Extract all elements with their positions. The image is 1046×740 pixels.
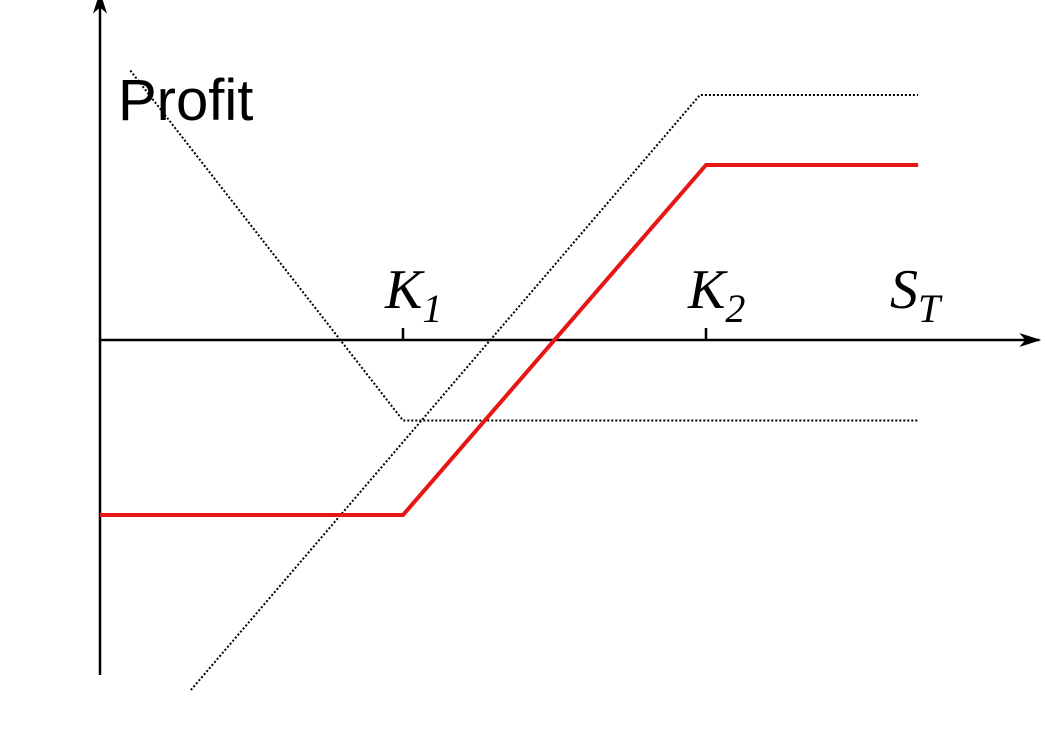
x-axis-label-base: S xyxy=(890,259,918,321)
strike-label-2: K2 xyxy=(687,259,745,331)
x-axis-label: ST xyxy=(890,259,943,331)
strike-label-base: K xyxy=(384,259,425,321)
strike-label-sub: 1 xyxy=(422,286,442,331)
y-axis-label: Profit xyxy=(118,68,253,133)
x-axis-label-sub: T xyxy=(918,286,943,331)
strike-label-sub: 2 xyxy=(725,286,745,331)
strike-label-1: K1 xyxy=(384,259,442,331)
strike-label-base: K xyxy=(687,259,728,321)
profit-line-series xyxy=(100,163,919,517)
dotted-line-series-1 xyxy=(190,94,919,691)
